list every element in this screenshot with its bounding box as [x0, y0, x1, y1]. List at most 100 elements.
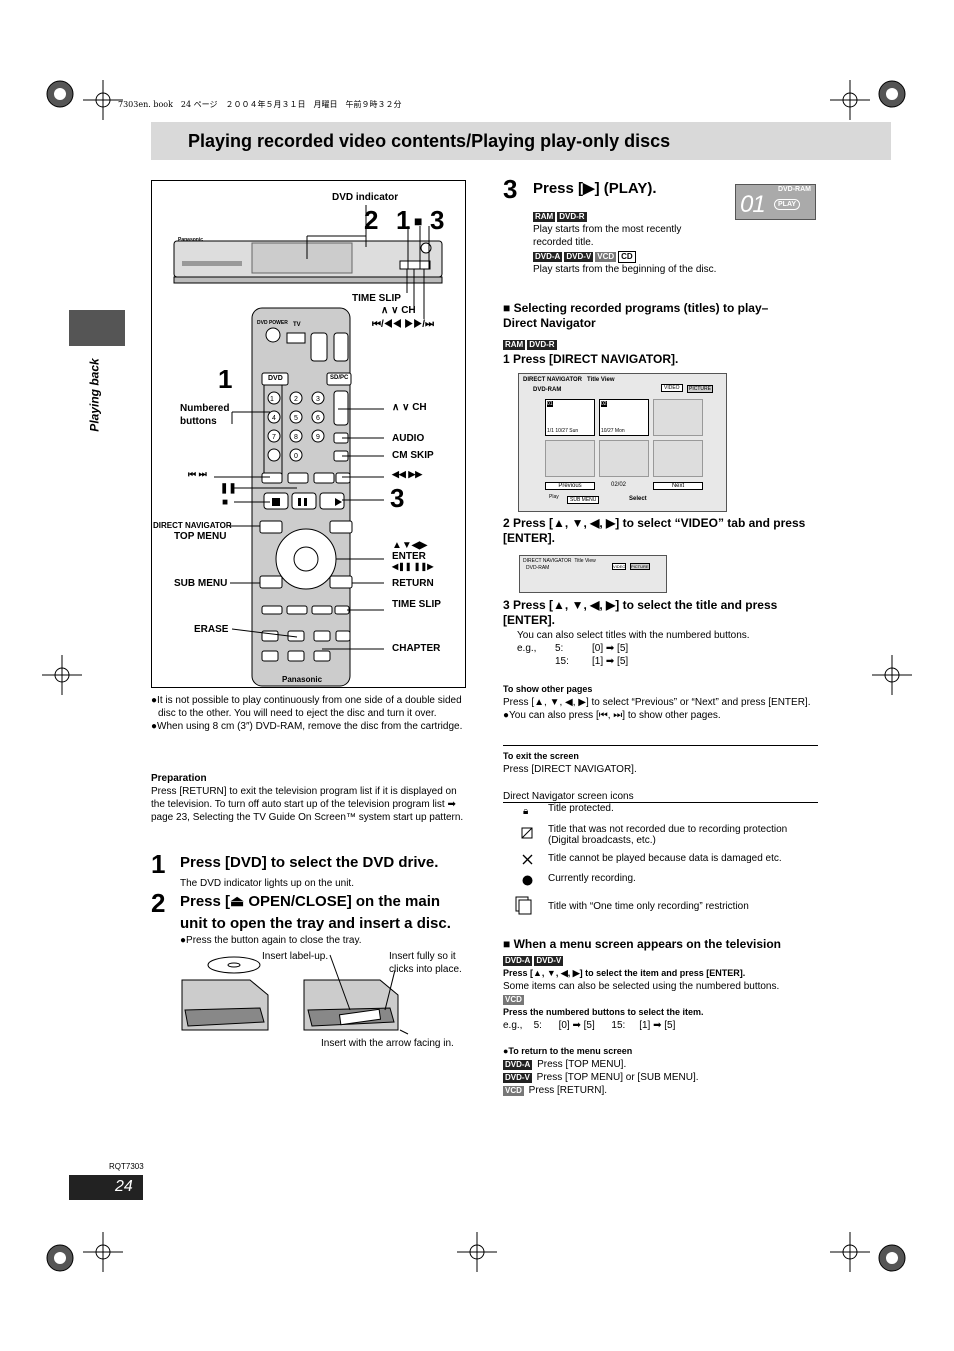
- audio-label: AUDIO: [392, 433, 425, 444]
- thumbnail-2[interactable]: 02 10/27 Mon: [599, 399, 649, 436]
- direct-navigator-label: DIRECT NAVIGATOR: [153, 521, 232, 530]
- remote-callout-1: 1: [218, 364, 233, 394]
- tab-video[interactable]: VIDEO: [661, 384, 683, 392]
- other-pages-text: Press [▲, ▼, ◀, ▶] to select “Previous” …: [503, 697, 811, 708]
- lock-icon: 🔒︎: [523, 806, 529, 817]
- remote-power-label: DVD POWER: [257, 320, 288, 326]
- crop-mark-bottom-left: [40, 1238, 80, 1278]
- tab-picture[interactable]: PICTURE: [687, 385, 713, 393]
- cm-skip-label: CM SKIP: [392, 450, 434, 461]
- unit-brand: Panasonic: [178, 237, 204, 243]
- menu-bold-1: Press [▲, ▼, ◀, ▶] to select the item an…: [503, 968, 746, 978]
- svg-text:8: 8: [294, 434, 298, 441]
- other-pages-note: ●You can also press [⏮, ⏭] to show other…: [503, 710, 721, 721]
- small-screen-title: DIRECT NAVIGATOR Title View: [523, 558, 596, 564]
- svg-text:0: 0: [294, 453, 298, 460]
- play-hint: Play: [549, 494, 559, 500]
- top-menu-label: TOP MENU: [174, 531, 227, 542]
- remote-sdpc-button: SD/PC: [330, 375, 349, 381]
- exit-text: Press [DIRECT NAVIGATOR].: [503, 764, 637, 775]
- example-1: e.g., 5: [0] ➡ [5]: [517, 643, 629, 654]
- step-2-number: 2: [151, 888, 166, 918]
- crop-mark-top-mid: [83, 80, 123, 120]
- svg-text:9: 9: [316, 434, 320, 441]
- side-label: Playing back: [87, 358, 102, 432]
- page-indicator: 02/02: [611, 482, 627, 488]
- remote-tv-label: TV: [293, 322, 301, 328]
- callout-3: 3: [430, 205, 445, 235]
- note-item: ●It is not possible to play continuously…: [151, 695, 462, 719]
- other-pages: To show other pages Press [▲, ▼, ◀, ▶] t…: [503, 683, 818, 722]
- step-2-title: Press [⏏ OPEN/CLOSE] on the main unit to…: [180, 893, 451, 932]
- svg-text:6: 6: [316, 415, 320, 422]
- display-play: PLAY: [774, 199, 801, 210]
- badge-dvd-r: DVD-R: [557, 212, 587, 222]
- badge-dvd-a: DVD-A: [503, 956, 533, 966]
- stop-callout-icon: ■: [414, 213, 423, 229]
- small-tab-video[interactable]: VIDEO: [612, 563, 627, 570]
- print-header-line: 7303en. book 24 ページ ２００４年５月３１日 月曜日 午前９時３…: [118, 100, 402, 109]
- icons-heading: Direct Navigator screen icons: [503, 791, 634, 802]
- disc-insert-illustration: [181, 954, 409, 1035]
- title-bar: Playing recorded video contents/Playing …: [151, 122, 891, 160]
- thumbnail-4[interactable]: [545, 440, 595, 477]
- preparation-text: Press [RETURN] to exit the television pr…: [151, 786, 464, 823]
- dvd-indicator-label: DVD indicator: [332, 192, 399, 203]
- page-title: Playing recorded video contents/Playing …: [188, 131, 671, 151]
- return-2: Press [TOP MENU] or [SUB MENU].: [536, 1072, 699, 1083]
- thumbnail-grid: 01 1/1 10/27 Sun 02 10/27 Mon: [545, 399, 705, 481]
- dot-icon: [522, 875, 533, 886]
- left-notes: ●It is not possible to play continuously…: [151, 694, 466, 733]
- thumbnail-3[interactable]: [653, 399, 703, 436]
- remote-brand: Panasonic: [282, 675, 323, 684]
- submenu-hint: SUB MENU: [567, 496, 600, 504]
- preparation: Preparation Press [RETURN] to exit the t…: [151, 772, 466, 824]
- menu-bold-2: Press the numbered buttons to select the…: [503, 1007, 704, 1017]
- small-tab-picture[interactable]: PICTURE: [630, 563, 650, 570]
- crop-mark-right-mid: [872, 655, 912, 695]
- return-label: RETURN: [392, 578, 434, 589]
- icons-divider: [503, 802, 818, 803]
- remote-callout-3: 3: [390, 483, 405, 513]
- skip-search-top-label: ⏮/◀◀ ▶▶/⏭: [372, 319, 435, 330]
- next-button[interactable]: Next: [653, 482, 703, 490]
- crop-mark-top-right2: [830, 80, 870, 120]
- dn-screen-small: DIRECT NAVIGATOR Title View DVD-RAM VIDE…: [519, 555, 667, 593]
- chapter-label: CHAPTER: [392, 643, 441, 654]
- dn-step-3-note: You can also select titles with the numb…: [517, 630, 750, 641]
- numbered-buttons-label: Numbered buttons: [180, 403, 230, 427]
- crop-mark-bottom-right: [872, 1238, 912, 1278]
- cross-icon: [522, 854, 533, 865]
- step-3-title: Press [▶] (PLAY).: [533, 180, 657, 197]
- display-label: DVD-RAM: [777, 186, 811, 193]
- badge-dvd-r: DVD-R: [527, 340, 557, 350]
- return-heading: ●To return to the menu screen: [503, 1046, 633, 1056]
- previous-button[interactable]: Previous: [545, 482, 595, 490]
- badge-ram: RAM: [503, 340, 526, 350]
- badge-dvd-a: DVD-A: [533, 252, 563, 262]
- svg-text:1: 1: [270, 396, 274, 403]
- menu-text-1: Some items can also be selected using th…: [503, 981, 780, 992]
- remote-dvd-button: DVD: [268, 375, 283, 382]
- svg-text:3: 3: [316, 396, 320, 403]
- thumbnail-6[interactable]: [653, 440, 703, 477]
- step-2-sub: ●Press the button again to close the tra…: [180, 935, 362, 946]
- step-1-number: 1: [151, 849, 166, 879]
- thumbnail-5[interactable]: [599, 440, 649, 477]
- svg-text:4: 4: [272, 415, 276, 422]
- sub-menu-label: SUB MENU: [174, 578, 228, 589]
- erase-label: ERASE: [194, 624, 229, 635]
- step-3-number: 3: [503, 174, 518, 204]
- frame-label: ◀❚❚ ❚❚▶: [392, 562, 434, 571]
- dn-step-3: 3 Press [▲, ▼, ◀, ▶] to select the title…: [503, 598, 778, 627]
- crop-mark-left-mid: [42, 655, 82, 695]
- time-slip-label: TIME SLIP: [392, 599, 441, 610]
- side-tab: [69, 310, 125, 346]
- crop-mark-bottom-mid: [457, 1232, 497, 1272]
- time-slip-top-label: TIME SLIP: [352, 293, 401, 304]
- crop-mark-bottom-left2: [83, 1232, 123, 1272]
- thumbnail-1[interactable]: 01 1/1 10/27 Sun: [545, 399, 595, 436]
